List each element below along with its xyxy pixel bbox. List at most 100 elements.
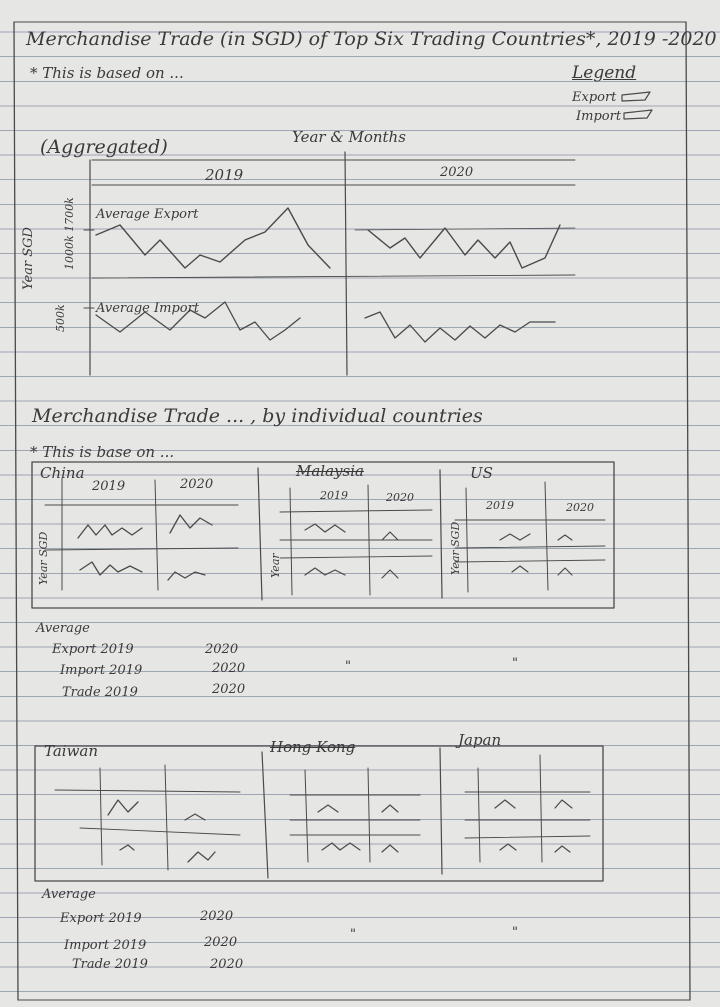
- avg1-export-2020: 2020: [205, 642, 239, 657]
- china-s2: [169, 514, 213, 534]
- avg2-trade-2020: 2020: [210, 957, 244, 972]
- legend-import-label: Import: [576, 109, 622, 124]
- tw-s2: [184, 813, 206, 821]
- avg2-import-2020: 2020: [204, 935, 238, 950]
- china-s3: [79, 561, 143, 576]
- avg2-ditto-2: ": [512, 925, 518, 940]
- avg1-import-2020: 2020: [212, 661, 246, 676]
- agg-export-line-2020: [354, 227, 576, 231]
- avg1-export-label: Export 2019: [52, 642, 134, 657]
- aggregated-x-title: Year & Months: [292, 128, 406, 146]
- avg1-ditto-2: ": [512, 656, 518, 671]
- my-s3: [304, 567, 346, 576]
- japan-label: Japan: [458, 731, 502, 749]
- hongkong-label: Hong Kong: [270, 738, 356, 756]
- frame-right: [685, 21, 691, 1001]
- us-s4: [557, 567, 573, 576]
- row2-sep1: [261, 751, 269, 879]
- china-h2: [44, 547, 239, 551]
- us-label: US: [470, 464, 493, 482]
- individual-heading: Merchandise Trade ... , by individual co…: [32, 405, 483, 427]
- avg2-ditto-1: ": [350, 927, 356, 942]
- agg-export-2019: [95, 207, 331, 269]
- avg1-import-label: Import 2019: [60, 663, 143, 678]
- my-h3: [279, 555, 433, 559]
- my-s1: [304, 523, 346, 533]
- jp-v1: [477, 767, 481, 863]
- avg2-export-label: Export 2019: [60, 911, 142, 926]
- aggregated-year-2020: 2020: [440, 165, 474, 180]
- avg2-export-2020: 2020: [200, 909, 234, 924]
- agg-import-2020: [364, 311, 556, 343]
- page-title: Merchandise Trade (in SGD) of Top Six Tr…: [26, 28, 717, 50]
- avg2-trade-label: Trade 2019: [72, 957, 148, 972]
- aggregated-year-2019: 2019: [205, 166, 244, 184]
- aggregated-import-label: Average Import: [96, 301, 200, 316]
- avg2-import-label: Import 2019: [64, 938, 147, 953]
- legend-export-label: Export: [572, 90, 617, 105]
- china-s4: [167, 571, 206, 581]
- china-s1: [77, 524, 143, 539]
- my-y-line: [289, 487, 293, 596]
- us-h3: [454, 559, 606, 563]
- avg1-trade-label: Trade 2019: [62, 685, 138, 700]
- us-mid: [544, 481, 549, 591]
- china-2020: 2020: [180, 477, 214, 492]
- legend-export-marker: [621, 91, 651, 102]
- malaysia-2020: 2020: [386, 491, 414, 504]
- aggregated-y-axis-upper: 1000k 1700k: [63, 197, 76, 270]
- title-footnote: * This is based on ...: [30, 64, 184, 82]
- hk-s4: [381, 844, 399, 853]
- agg-divider: [344, 151, 348, 376]
- row1-box: [31, 461, 615, 609]
- hk-s3: [321, 842, 361, 851]
- my-s2: [381, 531, 399, 541]
- us-y-title: Year SGD: [449, 521, 462, 575]
- legend-title: Legend: [572, 63, 637, 83]
- tw-s4: [187, 851, 216, 863]
- hk-s1: [317, 804, 339, 813]
- row1-sep2: [439, 469, 443, 599]
- china-y-title: Year SGD: [37, 531, 50, 585]
- aggregated-y-title: Year SGD: [21, 227, 36, 290]
- frame-left: [13, 21, 19, 1001]
- us-2019: 2019: [486, 499, 514, 512]
- tw-v2: [164, 764, 169, 871]
- us-h2: [454, 545, 606, 549]
- tw-s1: [107, 799, 139, 816]
- us-s2: [557, 534, 573, 541]
- jp-h3: [464, 835, 591, 839]
- aggregated-y-axis-lower: 500k: [54, 304, 67, 332]
- tw-h1: [54, 789, 241, 793]
- china-label: China: [40, 464, 85, 482]
- tw-v1: [99, 767, 103, 866]
- jp-s2: [554, 799, 573, 809]
- tw-h2: [79, 827, 241, 836]
- us-2020: 2020: [566, 501, 594, 514]
- us-s3: [511, 565, 529, 573]
- malaysia-2019: 2019: [320, 489, 348, 502]
- row2-sep2: [439, 747, 443, 875]
- taiwan-label: Taiwan: [44, 742, 99, 760]
- hk-s2: [381, 804, 399, 813]
- tw-s3: [119, 844, 135, 851]
- agg-export-2020: [367, 224, 561, 269]
- row2-box: [34, 745, 604, 882]
- china-mid: [154, 479, 159, 591]
- legend-import-marker: [623, 109, 653, 120]
- malaysia-label: Malaysia: [296, 462, 364, 480]
- avg1-ditto-1: ": [345, 659, 351, 674]
- jp-s4: [554, 845, 571, 853]
- us-s1: [499, 533, 531, 541]
- aggregated-export-label: Average Export: [96, 207, 199, 222]
- avg2-title: Average: [42, 887, 96, 902]
- aggregated-heading: (Aggregated): [40, 136, 168, 158]
- avg1-trade-2020: 2020: [212, 682, 246, 697]
- hk-v1: [304, 769, 309, 863]
- agg-mid-line: [91, 274, 576, 279]
- hk-v2: [367, 767, 371, 863]
- china-2019: 2019: [92, 479, 126, 494]
- us-y-line: [465, 487, 469, 593]
